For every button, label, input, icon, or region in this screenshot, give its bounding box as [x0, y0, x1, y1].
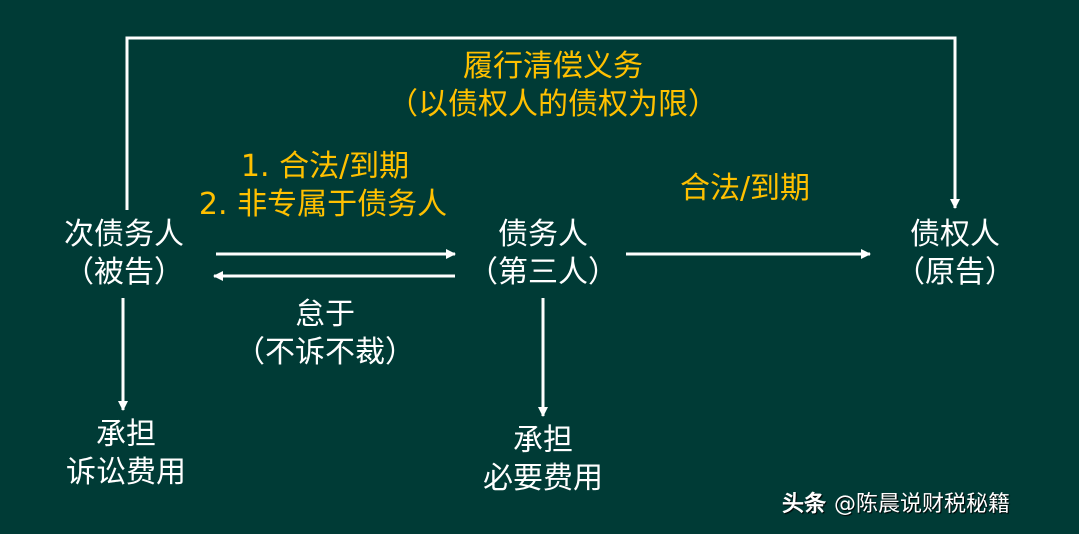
condition-1: 1. 合法/到期 [240, 149, 410, 184]
top-edge-label-line2: （以债权人的债权为限） [388, 86, 718, 122]
node-debtor-name: 债务人 [498, 217, 588, 252]
negligence-line2: （不诉不裁） [235, 334, 415, 370]
secondary-to-debtor-label: 1. 合法/到期 2. 非专属于债务人 [199, 148, 447, 223]
litigation-cost-line2: 诉讼费用 [66, 454, 186, 490]
node-litigation-cost: 承担 诉讼费用 [66, 416, 186, 491]
necessary-cost-line1: 承担 [513, 423, 573, 458]
node-necessary-cost: 承担 必要费用 [483, 422, 603, 497]
watermark-handle: @陈晨说财税秘籍 [834, 492, 1011, 517]
top-edge-label-line1: 履行清偿义务 [463, 49, 643, 84]
node-creditor-name: 债权人 [910, 217, 1000, 252]
node-debtor-role: （第三人） [468, 254, 618, 290]
node-creditor-role: （原告） [895, 254, 1015, 290]
negligence-line1: 怠于 [295, 297, 355, 332]
debtor-to-secondary-label: 怠于 （不诉不裁） [235, 296, 415, 371]
watermark-brand: 头条 [782, 492, 827, 517]
node-secondary-debtor: 次债务人 （被告） [64, 216, 184, 291]
debtor-to-creditor-label: 合法/到期 [680, 170, 810, 208]
watermark: 头条 @陈晨说财税秘籍 [782, 486, 1010, 518]
node-secondary-debtor-role: （被告） [64, 254, 184, 290]
node-secondary-debtor-name: 次债务人 [64, 217, 184, 252]
litigation-cost-line1: 承担 [96, 417, 156, 452]
debtor-to-creditor-label-text: 合法/到期 [679, 171, 811, 206]
top-bracket-arrow [125, 36, 960, 210]
node-debtor: 债务人 （第三人） [468, 216, 618, 291]
top-edge-label: 履行清偿义务 （以债权人的债权为限） [388, 48, 718, 123]
condition-2: 2. 非专属于债务人 [198, 186, 448, 222]
necessary-cost-line2: 必要费用 [483, 460, 603, 496]
node-creditor: 债权人 （原告） [895, 216, 1015, 291]
